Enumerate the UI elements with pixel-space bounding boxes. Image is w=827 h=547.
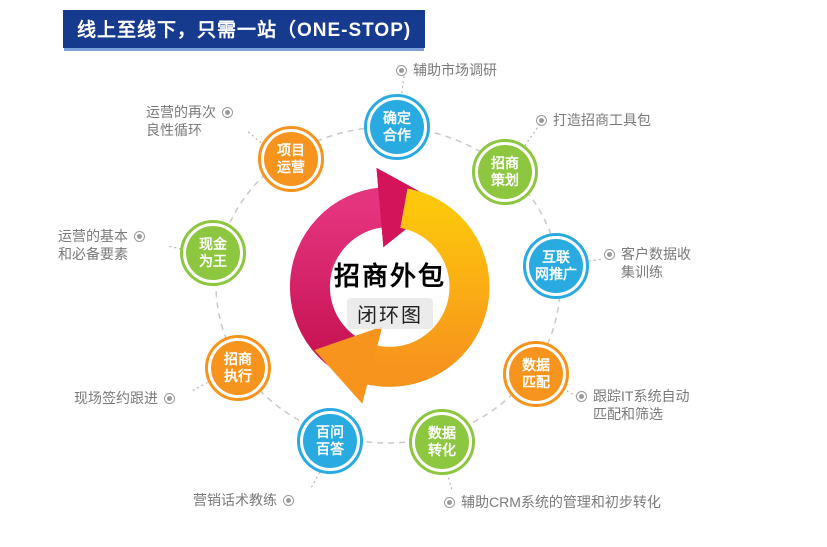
annotation-it-matching: 跟踪IT系统自动 匹配和筛选: [576, 388, 689, 423]
annotation-crm-conversion: 辅助CRM系统的管理和初步转化: [444, 494, 661, 512]
node-label: 项目 运营: [264, 132, 318, 186]
node-internet-promotion: 互联 网推广: [523, 233, 589, 299]
annotation-text: 打造招商工具包: [553, 112, 651, 128]
target-dot-icon: [604, 249, 615, 260]
node-investment-planning: 招商 策划: [472, 139, 538, 205]
node-project-operation: 项目 运营: [258, 126, 324, 192]
annotation-text: 现场签约跟进: [74, 390, 158, 406]
node-cash-is-king: 现金 为王: [180, 220, 246, 286]
target-dot-icon: [444, 497, 455, 508]
center-caption: 招商外包 闭环图: [318, 256, 462, 329]
annotation-text: 跟踪IT系统自动 匹配和筛选: [593, 388, 690, 422]
node-label: 招商 策划: [478, 145, 532, 199]
annotation-text: 营销话术教练: [193, 492, 277, 508]
node-investment-execution: 招商 执行: [205, 335, 271, 401]
node-hundred-questions: 百问 百答: [297, 408, 363, 474]
annotation-operation-cycle: 运营的再次 良性循环: [146, 104, 233, 139]
center-title: 招商外包: [333, 261, 446, 291]
target-dot-icon: [576, 391, 587, 402]
node-label: 数据 匹配: [509, 347, 563, 401]
target-dot-icon: [536, 115, 547, 126]
node-data-conversion: 数据 转化: [409, 409, 475, 475]
node-data-matching: 数据 匹配: [503, 341, 569, 407]
node-label: 数据 转化: [415, 415, 469, 469]
node-label: 互联 网推广: [529, 239, 583, 293]
center-subtitle: 闭环图: [347, 298, 433, 329]
target-dot-icon: [164, 393, 175, 404]
node-label: 现金 为王: [186, 226, 240, 280]
node-label: 确定 合作: [370, 100, 424, 154]
node-determine-cooperation: 确定 合作: [364, 94, 430, 160]
page-title: 线上至线下，只需一站（ONE-STOP): [63, 10, 426, 48]
annotation-customer-data: 客户数据收 集训练: [604, 246, 691, 281]
annotation-onsite-signing: 现场签约跟进: [74, 390, 175, 408]
annotation-text: 客户数据收 集训练: [621, 246, 691, 280]
annotation-text: 运营的基本 和必备要素: [58, 228, 128, 262]
target-dot-icon: [396, 65, 407, 76]
target-dot-icon: [134, 231, 145, 242]
annotation-operation-basics: 运营的基本 和必备要素: [58, 228, 145, 263]
cycle-arrow-right: [314, 188, 490, 404]
target-dot-icon: [283, 495, 294, 506]
annotation-text: 辅助CRM系统的管理和初步转化: [461, 494, 661, 510]
node-label: 招商 执行: [211, 341, 265, 395]
annotation-market-research: 辅助市场调研: [396, 62, 497, 80]
annotation-toolkit: 打造招商工具包: [536, 112, 651, 130]
annotation-text: 运营的再次 良性循环: [146, 104, 216, 138]
target-dot-icon: [222, 107, 233, 118]
annotation-sales-script: 营销话术教练: [193, 492, 294, 510]
node-label: 百问 百答: [303, 414, 357, 468]
annotation-text: 辅助市场调研: [413, 62, 497, 78]
